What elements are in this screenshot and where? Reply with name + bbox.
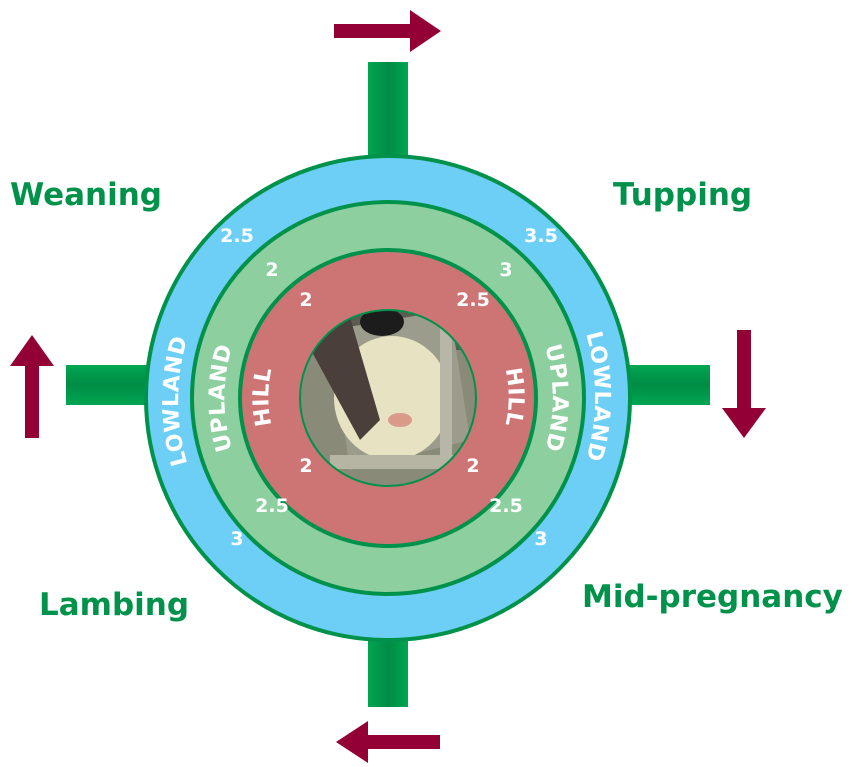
score-upland-tupping: 3	[499, 259, 512, 281]
score-upland-lambing: 2.5	[255, 495, 289, 517]
score-lowland-weaning: 2.5	[220, 225, 254, 247]
arrow-up-icon	[10, 335, 54, 438]
score-upland-weaning: 2	[265, 259, 278, 281]
stage-label-mid-pregnancy: Mid-pregnancy	[582, 582, 843, 613]
score-lowland-tupping: 3.5	[524, 225, 558, 247]
score-upland-mid-pregnancy: 2.5	[489, 495, 523, 517]
score-hill-mid-pregnancy: 2	[466, 455, 479, 477]
ring-hill-label-right: HILL	[500, 366, 528, 429]
score-hill-weaning: 2	[299, 289, 312, 311]
ring-hill-label-left: HILL	[249, 366, 277, 429]
spoke-top	[368, 62, 408, 162]
arrow-left-icon	[336, 721, 440, 763]
score-hill-lambing: 2	[299, 455, 312, 477]
score-lowland-mid-pregnancy: 3	[534, 528, 547, 550]
stage-label-lambing: Lambing	[39, 590, 189, 621]
score-lowland-lambing: 3	[230, 528, 243, 550]
stage-label-tupping: Tupping	[613, 180, 752, 211]
arrow-down-icon	[722, 330, 766, 438]
stage-label-weaning: Weaning	[10, 180, 162, 211]
score-hill-tupping: 2.5	[456, 289, 490, 311]
arrow-right-icon	[334, 10, 441, 52]
